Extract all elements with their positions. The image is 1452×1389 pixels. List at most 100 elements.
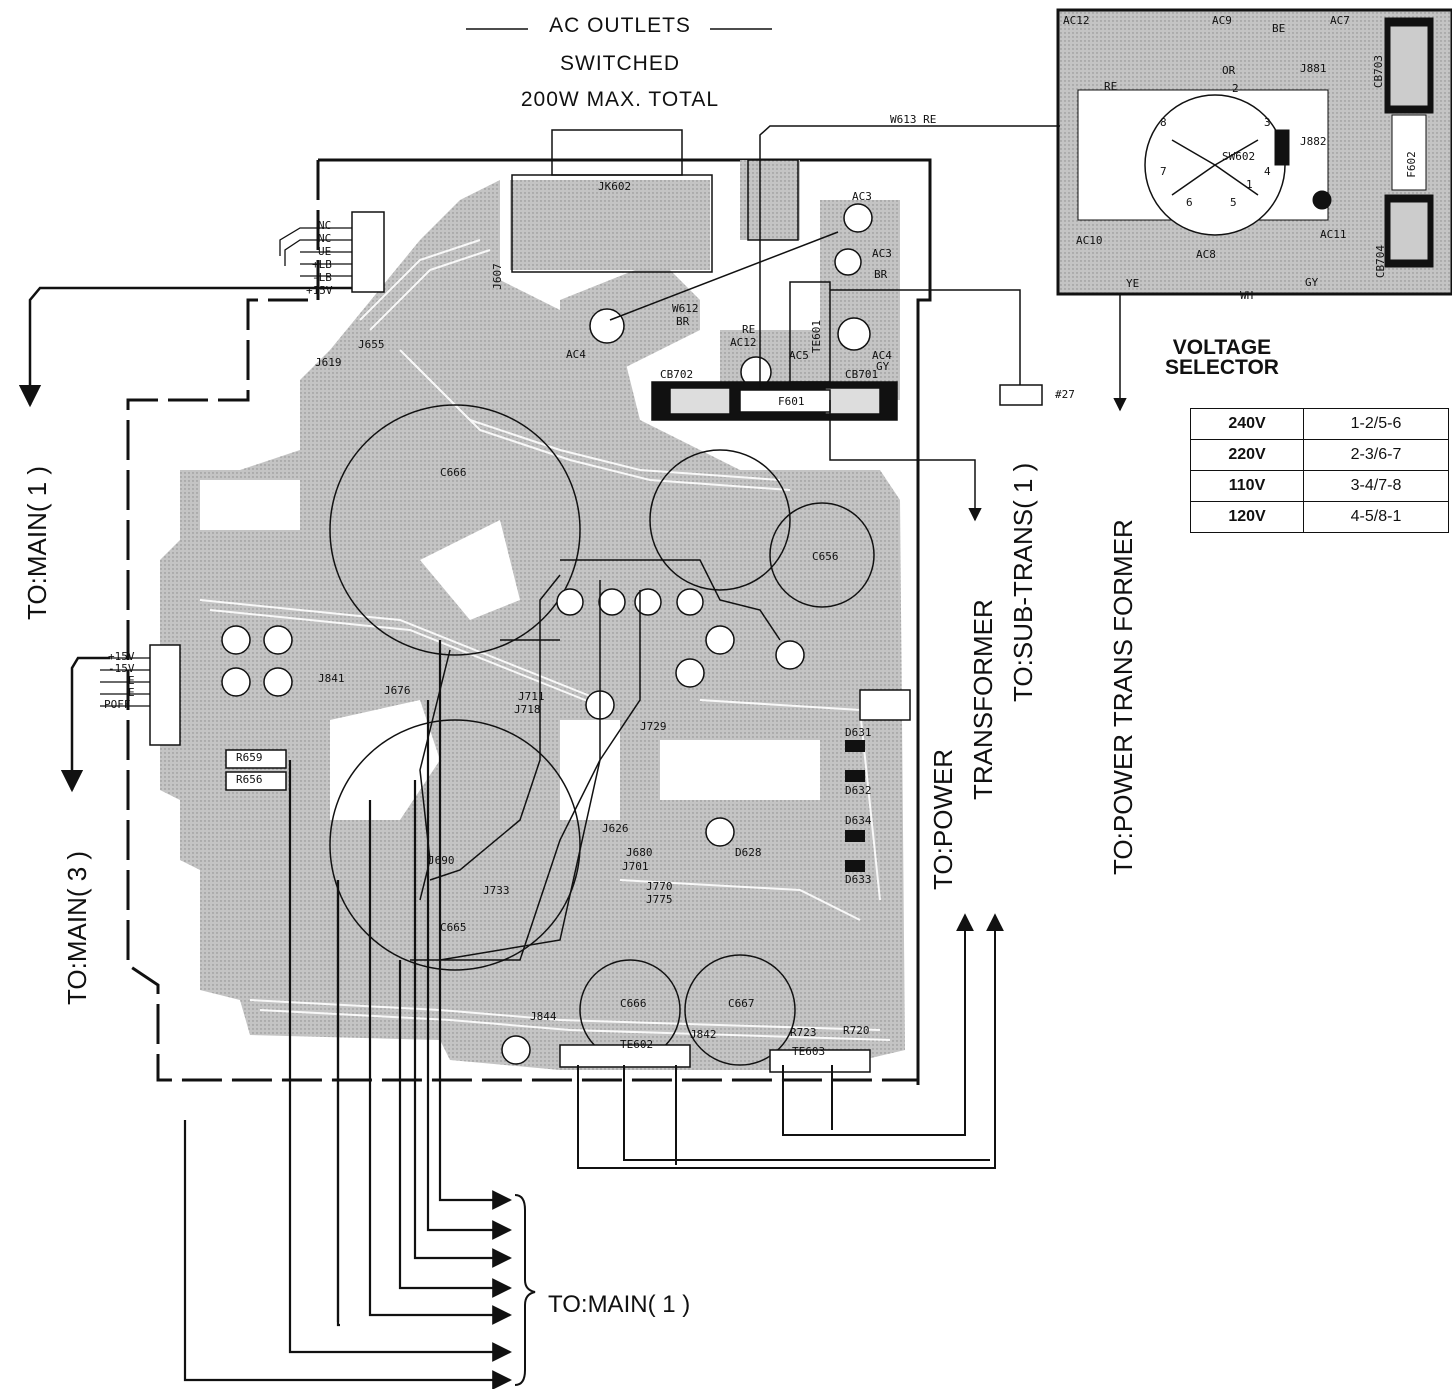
component-label: J841 <box>318 672 345 685</box>
component-label: CB703 <box>1372 54 1386 89</box>
component-blocks <box>149 129 1043 1073</box>
component-label: J626 <box>602 822 629 835</box>
voltage-selector-title-line2: SELECTOR <box>1165 356 1279 379</box>
component-label: J775 <box>646 893 673 906</box>
terminal-label: AC11 <box>1320 228 1347 241</box>
component-label: J676 <box>384 684 411 697</box>
tag-27: #27 <box>1055 388 1075 401</box>
cb615-wires <box>18 227 352 408</box>
component-label: J770 <box>646 880 673 893</box>
board-cutouts <box>200 480 820 820</box>
selector-number: 7 <box>1160 165 1167 178</box>
terminal-label: YE <box>1126 277 1140 290</box>
voltage-selector-board <box>1056 8 1452 296</box>
trace-lines <box>199 239 891 1041</box>
component-label: CB704 <box>1374 244 1388 279</box>
connection-cell: 2-3/6-7 <box>1303 439 1449 471</box>
component-label: D634 <box>845 814 872 827</box>
component-label: J718 <box>514 703 541 716</box>
power-transformer-wires <box>577 913 1004 1169</box>
copper-traces <box>160 160 905 1070</box>
connection-cell: 1-2/5-6 <box>1303 408 1449 440</box>
component-label: C666 <box>440 466 467 479</box>
selector-number: 2 <box>1232 82 1239 95</box>
terminal-label: AC7 <box>1330 14 1350 27</box>
signal-wires <box>410 559 781 961</box>
component-label: JK602 <box>598 180 632 193</box>
voltage-selector-title-line1: VOLTAGE <box>1172 336 1272 359</box>
diodes <box>845 740 865 872</box>
selector-number: 4 <box>1264 165 1271 178</box>
cb608-wires <box>60 656 150 793</box>
component-label: J701 <box>622 860 649 873</box>
component-label: J655 <box>358 338 385 351</box>
cb608-pin: E <box>128 674 135 687</box>
terminal-label: BE <box>1272 22 1286 35</box>
component-label: R723 <box>790 1026 817 1039</box>
component-label: J711 <box>518 690 545 703</box>
voltage-selector-title: VOLTAGE SELECTOR <box>1162 336 1282 379</box>
dest-main3-left: TO:MAIN( 3 ) <box>62 850 92 1005</box>
component-label: F601 <box>778 395 805 408</box>
terminal-label: AC4 <box>872 349 892 362</box>
component-label: J680 <box>626 846 653 859</box>
main-board-outline <box>126 158 932 1085</box>
wire-w613-label: W613 RE <box>890 113 937 126</box>
wire-w612-color: BR <box>676 315 690 328</box>
terminal-label: AC4 <box>566 348 586 361</box>
voltage-cell: 110V <box>1190 470 1304 502</box>
terminal-label: RE <box>742 323 756 336</box>
main1-brace <box>514 1194 536 1386</box>
terminal-label: AC10 <box>1076 234 1103 247</box>
component-label: F602 <box>1404 151 1418 178</box>
voltage-cell: 120V <box>1190 501 1304 533</box>
component-label: R720 <box>843 1024 870 1037</box>
cb608-pin: -15V <box>108 662 135 675</box>
component-label: CB701 <box>845 368 879 381</box>
component-label: J619 <box>315 356 342 369</box>
component-label: SW602 <box>1222 150 1256 163</box>
terminal-label: RE <box>1104 80 1118 93</box>
voltage-cell: 240V <box>1190 408 1304 440</box>
dest-main1-bottom: TO:MAIN( 1 ) <box>548 1291 691 1318</box>
component-label: J844 <box>530 1010 557 1023</box>
selector-number: 8 <box>1160 116 1167 129</box>
wire-w612-label: W612 <box>672 302 699 315</box>
component-label: C665 <box>440 921 467 934</box>
component-label: J733 <box>483 884 510 897</box>
terminal-label: AC9 <box>1212 14 1232 27</box>
component-label: D633 <box>845 873 872 886</box>
terminal-label: GY <box>876 360 890 373</box>
component-label: R656 <box>236 773 263 786</box>
cb615-pin: +15V <box>306 284 333 297</box>
selector-number: 3 <box>1264 116 1271 129</box>
cb615-pin: UE <box>318 245 332 258</box>
dest-main1-left: TO:MAIN( 1 ) <box>22 465 52 620</box>
cb608-pin: +15V <box>108 650 135 663</box>
component-label: C666 <box>620 997 647 1010</box>
terminal-label: AC8 <box>1196 248 1216 261</box>
header-title: AC OUTLETS <box>549 14 691 37</box>
terminal-label: AC5 <box>789 349 809 362</box>
dest-sub-trans: TO:SUB-TRANS( 1 ) <box>1008 462 1038 702</box>
selector-number: 5 <box>1230 196 1237 209</box>
main1-bundle <box>183 640 512 1389</box>
terminal-label: BR <box>874 268 888 281</box>
cb615-pin: NC <box>318 219 332 232</box>
selector-number: 6 <box>1186 196 1193 209</box>
cb608-pin: POFF <box>104 698 131 711</box>
component-label: R659 <box>236 751 263 764</box>
connection-cell: 4-5/8-1 <box>1303 501 1449 533</box>
cb615-pin: -LB <box>312 271 332 284</box>
wires <box>609 125 1127 522</box>
component-label: D632 <box>845 784 872 797</box>
component-label: J690 <box>428 854 455 867</box>
component-label: J729 <box>640 720 667 733</box>
connection-cell: 3-4/7-8 <box>1303 470 1449 502</box>
terminal-label: OR <box>1222 64 1236 77</box>
